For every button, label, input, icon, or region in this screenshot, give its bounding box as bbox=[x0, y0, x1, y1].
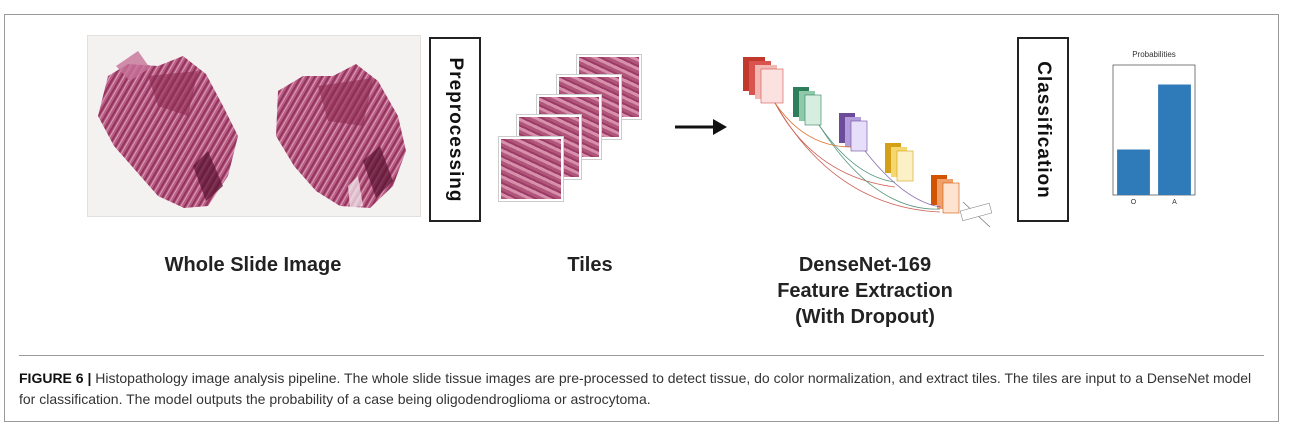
whole-slide-image-label: Whole Slide Image bbox=[164, 254, 342, 276]
tile-image bbox=[499, 137, 563, 201]
bar-a bbox=[1158, 84, 1191, 195]
figure-caption: FIGURE 6 | Histopathology image analysis… bbox=[19, 355, 1264, 410]
preprocessing-label: Preprocessing bbox=[445, 57, 466, 202]
arrow-right-icon bbox=[675, 119, 727, 135]
classification-box: Classification bbox=[1017, 37, 1069, 222]
figure-frame: Preprocessing bbox=[4, 14, 1279, 422]
tissue-section-left bbox=[98, 51, 238, 208]
tick-label-o: O bbox=[1131, 199, 1137, 205]
densenet-architecture-graphic bbox=[743, 57, 993, 228]
chart-axes-frame bbox=[1112, 64, 1196, 196]
dense-connections bbox=[774, 102, 991, 228]
tissue-section-right bbox=[276, 64, 406, 208]
whole-slide-image bbox=[87, 35, 421, 217]
bar-o bbox=[1117, 149, 1150, 195]
tissue-sections-graphic bbox=[98, 51, 406, 208]
preprocessing-box: Preprocessing bbox=[429, 37, 481, 222]
tick-label-a: A bbox=[1172, 199, 1177, 205]
dense-block-yellow bbox=[885, 143, 914, 182]
dense-block-purple bbox=[839, 113, 868, 152]
densenet-label-line2: Feature Extraction bbox=[777, 280, 953, 302]
caption-text: Histopathology image analysis pipeline. … bbox=[19, 370, 1252, 407]
chart-title: Probabilities bbox=[1132, 50, 1176, 59]
classification-label: Classification bbox=[1033, 60, 1054, 199]
dense-block-orange bbox=[931, 175, 960, 214]
dense-block-red bbox=[743, 57, 784, 104]
densenet-label-line3: (With Dropout) bbox=[795, 306, 935, 328]
densenet-label: DenseNet-169 Feature Extraction (With Dr… bbox=[745, 252, 985, 330]
tiles-stack bbox=[499, 55, 649, 205]
densenet-label-line1: DenseNet-169 bbox=[798, 254, 932, 276]
tiles-label: Tiles bbox=[567, 254, 613, 276]
dense-block-green bbox=[793, 87, 822, 126]
caption-label: FIGURE 6 | bbox=[19, 370, 92, 386]
